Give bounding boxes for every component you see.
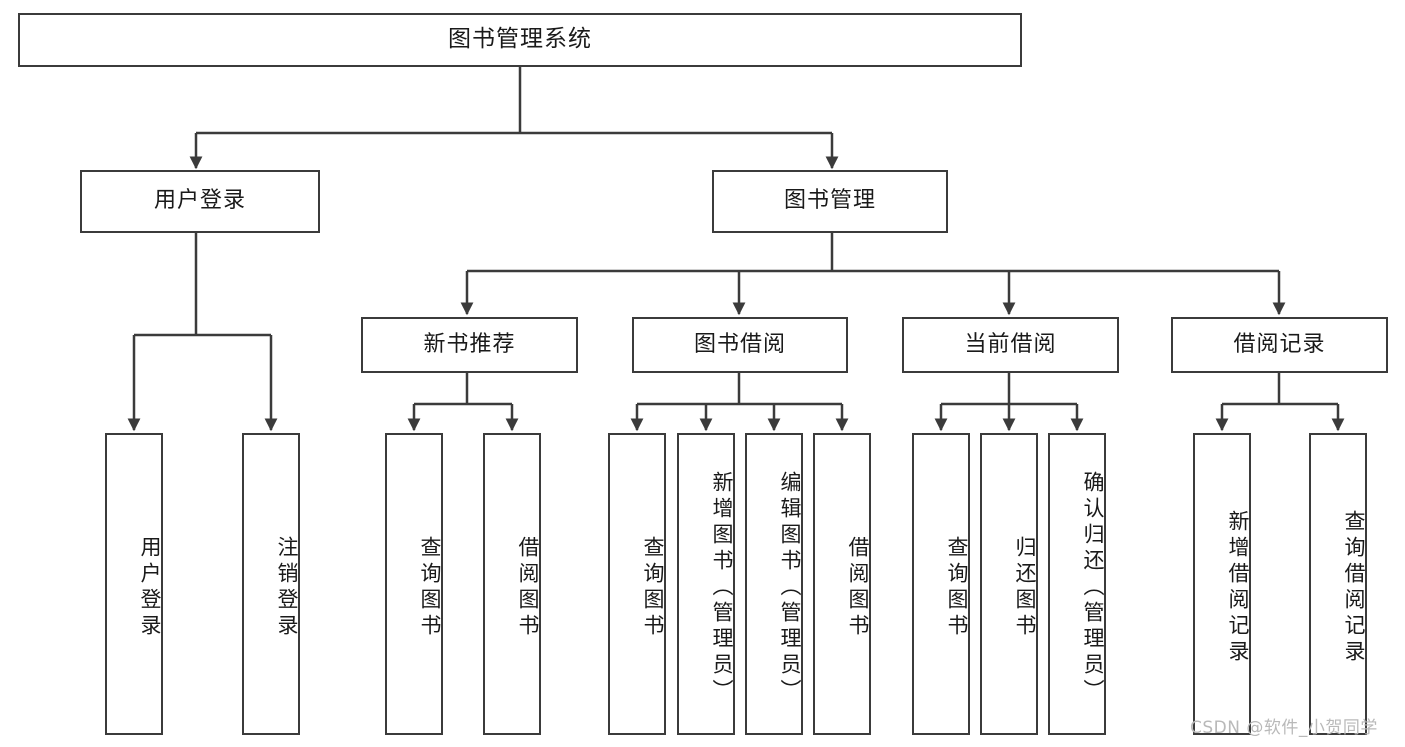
- node-new-book-recommend[interactable]: 新书推荐: [361, 317, 578, 373]
- node-label: 注销登录: [275, 536, 299, 640]
- node-label: 查询图书: [418, 536, 442, 640]
- node-label: 用户登录: [153, 188, 246, 214]
- node-label: 借阅记录: [1233, 331, 1326, 357]
- node-user-login[interactable]: 用户登录: [80, 170, 320, 233]
- leaf-user-login-signout[interactable]: 注销登录: [242, 433, 300, 735]
- leaf-book-borrow-lend[interactable]: 借阅图书: [813, 433, 871, 735]
- node-label: 新增图书（管理员）: [710, 471, 734, 705]
- leaf-book-borrow-add[interactable]: 新增图书（管理员）: [677, 433, 735, 735]
- node-label: 借阅图书: [516, 536, 540, 640]
- leaf-current-borrow-confirm-return[interactable]: 确认归还（管理员）: [1048, 433, 1106, 735]
- leaf-book-borrow-edit[interactable]: 编辑图书（管理员）: [745, 433, 803, 735]
- leaf-current-borrow-query[interactable]: 查询图书: [912, 433, 970, 735]
- leaf-borrow-record-query[interactable]: 查询借阅记录: [1309, 433, 1367, 735]
- node-label: 查询图书: [945, 536, 969, 640]
- csdn-watermark: CSDN @软件_小贺同学: [1190, 718, 1378, 738]
- leaf-book-borrow-query[interactable]: 查询图书: [608, 433, 666, 735]
- leaf-current-borrow-return[interactable]: 归还图书: [980, 433, 1038, 735]
- node-label: 当前借阅: [964, 331, 1057, 357]
- node-label: 查询图书: [641, 536, 665, 640]
- node-borrow-record[interactable]: 借阅记录: [1171, 317, 1388, 373]
- node-label: 查询借阅记录: [1342, 510, 1366, 666]
- node-label: 确认归还（管理员）: [1081, 471, 1105, 705]
- node-current-borrow[interactable]: 当前借阅: [902, 317, 1119, 373]
- node-label: 图书管理: [783, 188, 876, 214]
- node-label: 图书借阅: [693, 331, 786, 357]
- node-label: 用户登录: [138, 536, 162, 640]
- node-book-management[interactable]: 图书管理: [712, 170, 948, 233]
- node-label: 归还图书: [1013, 536, 1037, 640]
- leaf-borrow-record-add[interactable]: 新增借阅记录: [1193, 433, 1251, 735]
- node-label: 图书管理系统: [448, 26, 592, 53]
- node-root-book-management-system[interactable]: 图书管理系统: [18, 13, 1022, 67]
- leaf-new-book-query[interactable]: 查询图书: [385, 433, 443, 735]
- node-label: 新增借阅记录: [1226, 510, 1250, 666]
- leaf-new-book-borrow[interactable]: 借阅图书: [483, 433, 541, 735]
- node-label: 新书推荐: [423, 331, 516, 357]
- node-label: 借阅图书: [846, 536, 870, 640]
- node-book-borrow[interactable]: 图书借阅: [632, 317, 848, 373]
- node-label: 编辑图书（管理员）: [778, 471, 802, 705]
- leaf-user-login-signin[interactable]: 用户登录: [105, 433, 163, 735]
